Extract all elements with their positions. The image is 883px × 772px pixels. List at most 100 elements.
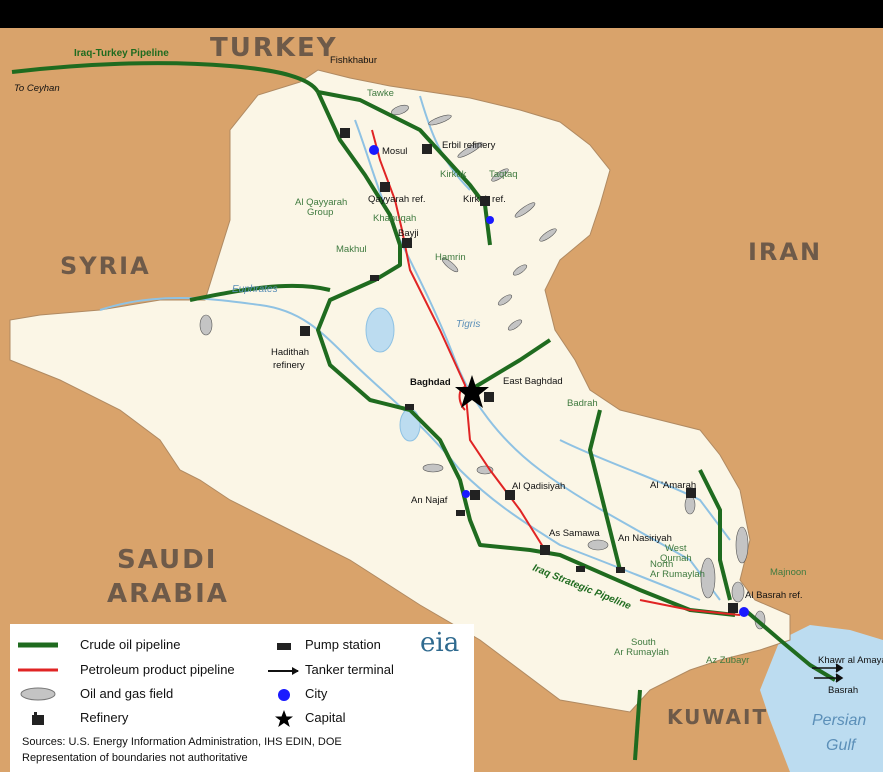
oil-gas-fields (199, 104, 766, 630)
label-baghdad: Baghdad (410, 377, 451, 388)
label-gulf: Gulf (826, 737, 857, 754)
refinery-icon (484, 392, 494, 402)
label-taqtaq: Taqtaq (489, 169, 518, 180)
label-an-nasiriyah: An Nasiriyah (618, 533, 672, 544)
tanker-terminal-icon (268, 667, 299, 675)
pump-station-icon (277, 643, 291, 650)
map-legend: Crude oil pipeline Petroleum product pip… (10, 624, 474, 772)
refinery-icon (380, 182, 390, 192)
iraq-territory (9, 69, 791, 713)
tanker-terminal-icon (814, 673, 844, 683)
pipeline-iraq-turkey (11, 61, 320, 94)
label-ar-rumaylah-south: Ar Rumaylah (614, 647, 669, 658)
label-kuwait: KUWAIT (667, 705, 768, 729)
label-south: South (631, 637, 656, 648)
label-al-basrah-ref: Al Basrah ref. (745, 590, 803, 601)
pipeline-badrah (588, 409, 622, 571)
label-west: West (665, 543, 687, 554)
label-iraq-turkey-pipeline: Iraq-Turkey Pipeline (74, 48, 169, 59)
refineries (300, 128, 738, 613)
label-qurnah: Qurnah (660, 553, 692, 564)
label-erbil-refinery: Erbil refinery (442, 140, 496, 151)
lake-razzaza (399, 408, 421, 442)
legend-pump: Pump station (305, 637, 381, 652)
product-pipeline-swatch (18, 668, 58, 672)
pipeline-west (189, 283, 331, 302)
label-north: North (650, 559, 673, 570)
label-mosul: Mosul (382, 146, 407, 157)
pipeline-basrah (743, 608, 837, 682)
label-tawke: Tawke (367, 88, 394, 99)
label-euphrates: Euphrates (232, 284, 278, 295)
label-badrah: Badrah (567, 398, 598, 409)
label-hadithah: Hadithah (271, 347, 309, 358)
refinery-icon (505, 490, 515, 500)
label-al-qadisiyah: Al Qadisiyah (512, 481, 565, 492)
legend-city: City (305, 686, 328, 701)
disclaimer-text: Representation of boundaries not authori… (22, 752, 248, 764)
label-bayji: Bayji (398, 228, 419, 239)
label-kirkuk: Kirkuk (440, 169, 467, 180)
refinery-icon (728, 603, 738, 613)
label-al-qayyarah-group: Group (307, 207, 333, 218)
refinery-icon (686, 488, 696, 498)
refinery-icon (480, 196, 490, 206)
city-najaf (462, 490, 470, 498)
legend-refinery: Refinery (80, 710, 129, 725)
cities (369, 145, 749, 617)
refinery-icon (340, 128, 350, 138)
pipeline-south (698, 469, 732, 601)
label-tigris: Tigris (456, 319, 480, 330)
refinery-icon (402, 238, 412, 248)
pipeline-baghdad-east (468, 338, 552, 392)
crude-pipeline-swatch (18, 642, 58, 648)
label-arabia: ARABIA (107, 579, 229, 609)
label-al-amarah: Al 'Amarah (650, 480, 696, 491)
refinery-icon (540, 545, 550, 555)
pump-station-icon (456, 510, 465, 516)
city-kirkuk (486, 216, 494, 224)
capital-star-icon (275, 710, 293, 727)
pump-station-icon (616, 567, 625, 573)
label-az-zubayr: Az Zubayr (706, 655, 749, 666)
legend-product: Petroleum product pipeline (80, 662, 235, 677)
tanker-terminals (812, 663, 844, 683)
city-icon (278, 689, 290, 701)
lake-tharthar (365, 307, 395, 353)
label-turkey: TURKEY (210, 33, 338, 63)
label-saudi: SAUDI (117, 545, 217, 575)
label-al-qayyarah: Al Qayyarah (295, 197, 347, 208)
label-fishkhabur: Fishkhabur (330, 55, 377, 66)
capital-star-icon (455, 375, 489, 408)
sources-text: Sources: U.S. Energy Information Adminis… (22, 736, 342, 748)
label-east-baghdad: East Baghdad (503, 376, 563, 387)
pump-station-icon (370, 275, 379, 281)
label-qayyarah-ref: Qayyarah ref. (368, 194, 426, 205)
pump-station-icon (576, 566, 585, 572)
pump-station-icon (405, 404, 414, 410)
label-basrah: Basrah (828, 685, 858, 696)
city-basrah (739, 607, 749, 617)
persian-gulf (760, 625, 883, 772)
label-ar-rumaylah-north: Ar Rumaylah (650, 569, 705, 580)
pipeline-kuwait (633, 689, 642, 761)
title-bar (0, 0, 883, 28)
refinery-icon (470, 490, 480, 500)
label-persian: Persian (812, 712, 866, 729)
refinery-icon (300, 326, 310, 336)
label-iran: IRAN (748, 238, 822, 266)
label-syria: SYRIA (60, 252, 151, 280)
label-majnoon: Majnoon (770, 567, 806, 578)
label-khanuqah: Khanuqah (373, 213, 416, 224)
city-mosul (369, 145, 379, 155)
legend-field: Oil and gas field (80, 686, 174, 701)
pipeline-kirkuk (317, 90, 492, 246)
label-to-ceyhan: To Ceyhan (14, 83, 60, 94)
field-swatch (20, 687, 56, 701)
tanker-terminal-icon (812, 663, 844, 673)
refinery-icon (32, 712, 44, 725)
label-an-najaf: An Najaf (411, 495, 448, 506)
pump-stations (370, 275, 625, 573)
label-khawr-al-amaya: Khawr al Amaya (818, 655, 883, 666)
label-as-samawa: As Samawa (549, 528, 600, 539)
